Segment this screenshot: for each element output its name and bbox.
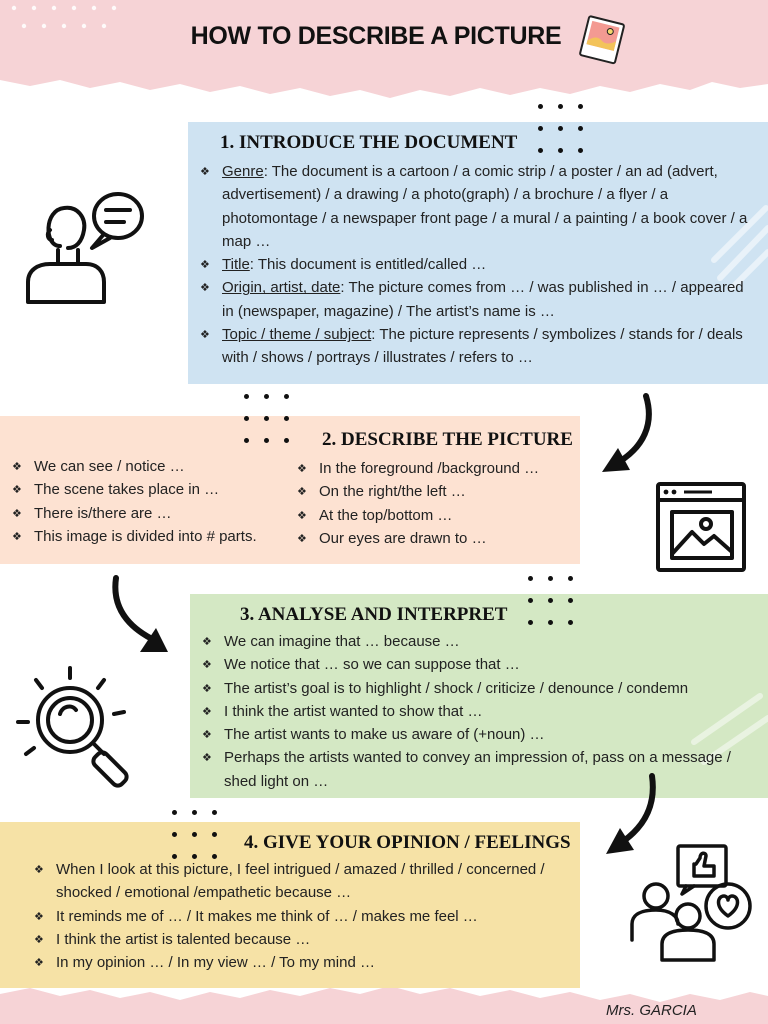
list-item: At the top/bottom … xyxy=(295,504,580,528)
list-item: It reminds me of … / It makes me think o… xyxy=(32,905,552,929)
list-item: I think the artist is talented because … xyxy=(32,928,552,952)
magnifying-glass-icon xyxy=(16,666,129,788)
item-label: Genre xyxy=(222,163,264,180)
section-describe-list-right: In the foreground /background … On the r… xyxy=(295,457,580,550)
list-item: We notice that … so we can suppose that … xyxy=(200,653,766,677)
section-describe-heading: 2. DESCRIBE THE PICTURE xyxy=(322,429,573,450)
section-analyse-list: We can imagine that … because … We notic… xyxy=(200,630,766,793)
top-decorative-band xyxy=(0,0,768,98)
list-item: Origin, artist, date: The picture comes … xyxy=(198,276,754,323)
item-text: : The picture comes from … / was publish… xyxy=(222,279,744,320)
section-analyse-heading: 3. ANALYSE AND INTERPRET xyxy=(240,604,508,625)
section-describe-list-left: We can see / notice … The scene takes pl… xyxy=(10,455,300,548)
item-label: Title xyxy=(222,256,250,274)
person-speech-bubble-icon xyxy=(26,192,144,304)
list-item: I think the artist wanted to show that … xyxy=(200,700,766,724)
section-opinion-heading: 4. GIVE YOUR OPINION / FEELINGS xyxy=(244,832,571,853)
decorative-dots xyxy=(528,576,576,626)
list-item: The scene takes place in … xyxy=(10,478,300,502)
section-introduce-heading: 1. INTRODUCE THE DOCUMENT xyxy=(220,132,518,153)
list-item: This image is divided into # parts. xyxy=(10,525,300,549)
list-item: In my opinion … / In my view … / To my m… xyxy=(32,951,552,975)
arrow-down-left-icon xyxy=(602,393,652,472)
list-item: When I look at this picture, I feel intr… xyxy=(32,858,552,905)
list-item: In the foreground /background … xyxy=(295,457,580,481)
list-item: We can imagine that … because … xyxy=(200,630,766,654)
item-text: : The picture represents / symbolizes / … xyxy=(222,326,743,367)
browser-image-icon xyxy=(656,482,746,572)
list-item: Topic / theme / subject: The picture rep… xyxy=(198,323,754,370)
decorative-dots xyxy=(244,394,292,444)
item-label: Origin, artist, date xyxy=(222,279,341,297)
list-item: On the right/the left … xyxy=(295,480,580,504)
people-like-heart-icon xyxy=(630,844,752,962)
arrow-down-left-icon xyxy=(606,773,656,854)
list-item: Genre: The document is a cartoon / a com… xyxy=(198,160,754,253)
arrow-down-right-icon xyxy=(112,575,168,652)
list-item: There is/there are … xyxy=(10,502,300,526)
item-text: : The document is a cartoon / a comic st… xyxy=(222,163,748,250)
list-item: We can see / notice … xyxy=(10,455,300,479)
section-opinion-list: When I look at this picture, I feel intr… xyxy=(32,858,552,975)
picture-frame-icon xyxy=(579,15,625,65)
decorative-dots xyxy=(538,104,586,154)
section-introduce-list: Genre: The document is a cartoon / a com… xyxy=(198,160,754,370)
item-label: Topic / theme / subject xyxy=(222,326,372,344)
list-item: The artist wants to make us aware of (+n… xyxy=(200,723,766,747)
page-title: HOW TO DESCRIBE A PICTURE xyxy=(190,22,562,50)
author-credit: Mrs. GARCIA xyxy=(606,1002,697,1019)
list-item: Title: This document is entitled/called … xyxy=(198,253,754,277)
item-text: : This document is entitled/called … xyxy=(249,256,487,274)
list-item: Our eyes are drawn to … xyxy=(295,527,580,551)
list-item: The artist’s goal is to highlight / shoc… xyxy=(200,677,766,701)
bottom-decorative-band xyxy=(0,986,768,1024)
decorative-dots xyxy=(172,810,220,860)
list-item: Perhaps the artists wanted to convey an … xyxy=(200,746,766,793)
